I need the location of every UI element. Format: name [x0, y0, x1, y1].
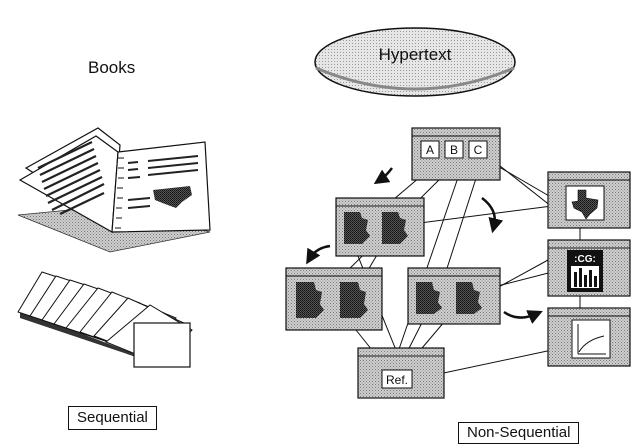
hypertext-card-map	[547, 171, 631, 229]
texas-map-icon	[571, 189, 599, 220]
link-lines	[321, 149, 581, 379]
line-graph-icon	[577, 324, 606, 355]
page-stack-icon	[17, 271, 193, 368]
link-c-label: C	[474, 143, 483, 157]
hypertext-card-graph	[547, 307, 631, 367]
hypertext-card-top: A B C	[411, 127, 501, 181]
hypertext-ellipse: Hypertext	[314, 27, 516, 97]
link-a-label: A	[426, 143, 434, 157]
bar-chart-icon	[574, 268, 597, 287]
hypertext-card-ref: Ref.	[357, 347, 445, 399]
hypertext-card-chart: :CG:	[547, 239, 631, 297]
hypertext-card-lower-mid	[407, 267, 501, 325]
books-title: Books	[88, 58, 136, 77]
hypertext-card-mid	[335, 197, 425, 257]
open-book-icon	[17, 127, 211, 253]
hypertext-card-lower-left	[285, 267, 383, 331]
link-b-label: B	[450, 143, 458, 157]
sequential-label: Sequential	[68, 406, 157, 430]
chart-card-label: :CG:	[574, 254, 596, 265]
hypertext-title: Hypertext	[379, 45, 452, 64]
navigation-arrows	[306, 167, 543, 324]
ref-label: Ref.	[386, 373, 408, 387]
